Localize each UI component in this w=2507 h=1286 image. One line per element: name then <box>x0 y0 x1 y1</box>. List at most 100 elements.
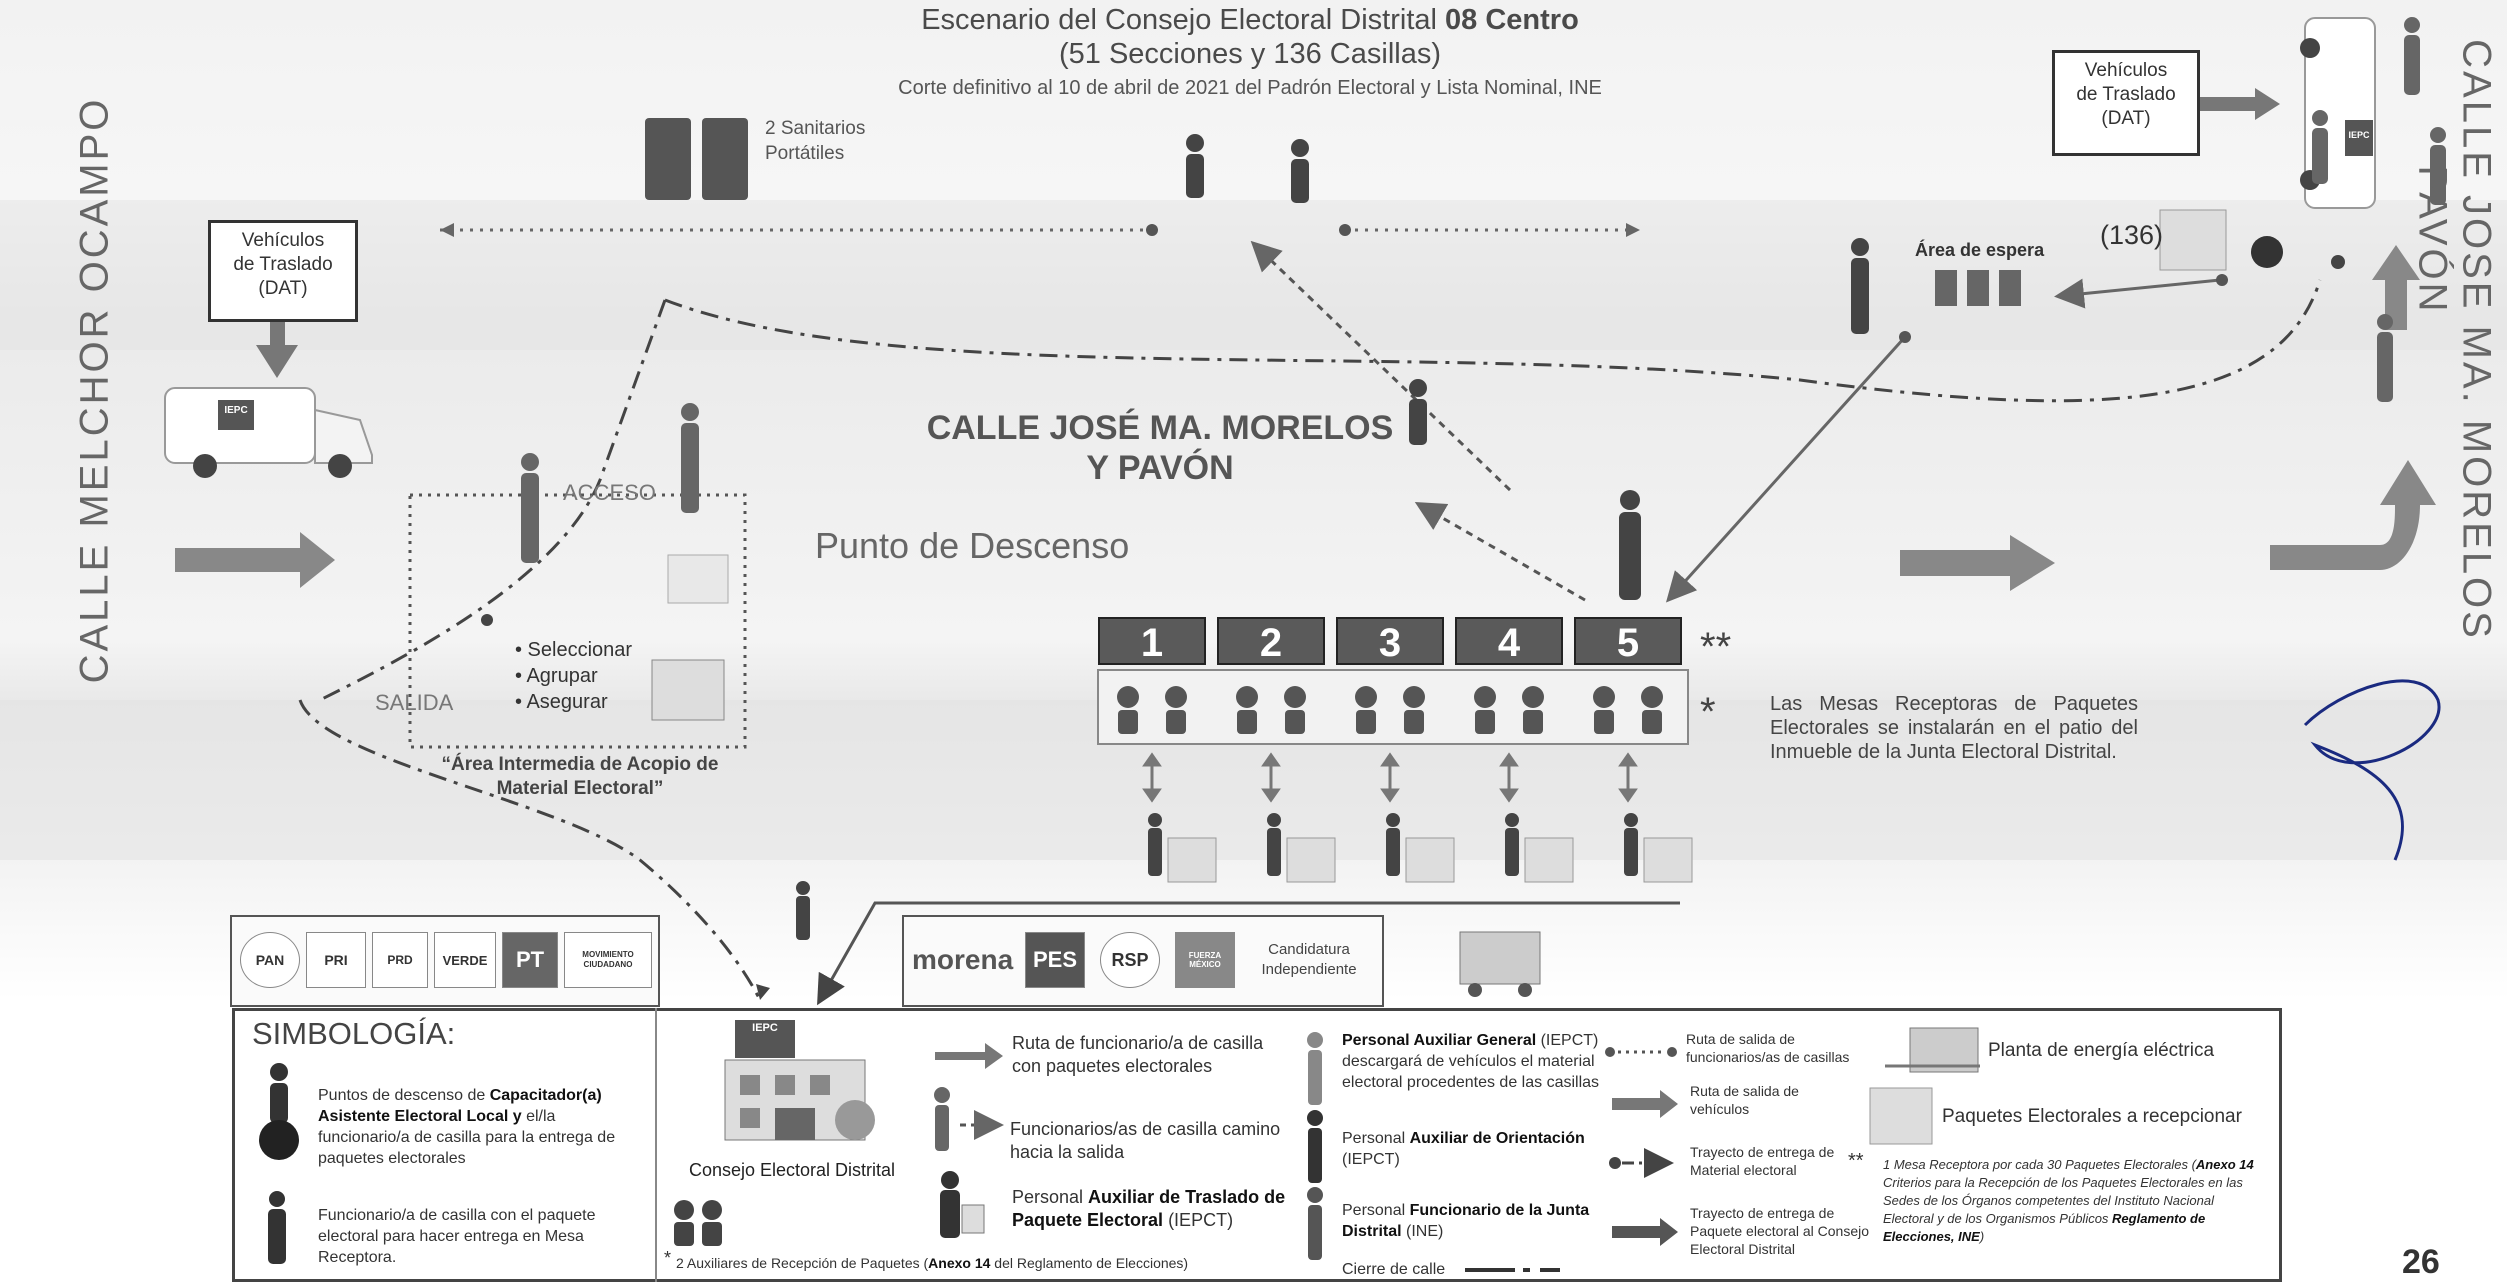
party-pan: PAN <box>240 932 300 988</box>
van-left <box>164 387 373 478</box>
title-text: Escenario del Consejo Electoral Distrita… <box>921 4 1437 36</box>
documents <box>667 554 729 604</box>
cand-line1: Candidatura <box>1268 941 1350 958</box>
area-item-asegurar: • Asegurar <box>515 691 608 713</box>
auxiliares-pre: 2 Auxiliares de Recepción de Paquetes ( <box>676 1255 929 1271</box>
funcionario-junta-bold: Funcionario de la Junta Distrital <box>1342 1202 1590 1240</box>
van-right <box>2300 17 2376 209</box>
page-number: 26 <box>2402 1243 2440 1281</box>
street-center-line2: Y PAVÓN <box>1086 449 1234 487</box>
title-district: 08 Centro <box>1445 4 1579 36</box>
cand-line2: Independiente <box>1261 961 1357 978</box>
descenso-point <box>2251 236 2283 268</box>
mesa-people-icons <box>1117 686 1663 734</box>
note-post: ) <box>1979 1229 1985 1244</box>
mesas-people-band <box>1097 669 1689 745</box>
punto-descenso-label: Punto de Descenso <box>815 525 1130 566</box>
candidatura-independiente: Candidatura Independiente <box>1244 940 1374 980</box>
title-secciones: (51 Secciones y 136 Casillas) <box>1058 38 1441 70</box>
traffic-arrow-1 <box>175 532 335 588</box>
legend-trayecto-material: Trayecto de entrega de Material electora… <box>1690 1144 1835 1178</box>
mesa-connectors <box>1142 752 1638 803</box>
legend-item-descenso: Puntos de descenso de Capacitador(a) Asi… <box>318 1085 638 1169</box>
aux-traslado-post: (IEPCT) <box>1163 1210 1234 1230</box>
funcionario-paquete-icon <box>262 1190 292 1270</box>
funcionario-junta-pre: Personal <box>1342 1202 1410 1219</box>
note-bold1: Anexo 14 <box>2195 1157 2254 1172</box>
legend-auxiliares: 2 Auxiliares de Recepción de Paquetes (A… <box>676 1253 1276 1274</box>
party-pes: PES <box>1025 932 1085 988</box>
aux-orientacion-pre: Personal <box>1342 1130 1410 1147</box>
street-center-label: CALLE JOSÉ MA. MORELOS Y PAVÓN <box>820 408 1500 488</box>
party-morena: morena <box>912 944 1014 975</box>
legend-trayecto-paquete: Trayecto de entrega de Paquete electoral… <box>1690 1205 1870 1257</box>
note-bold2: Reglamento de Elecciones, INE <box>1883 1211 2206 1244</box>
arrow-material <box>1665 335 1907 603</box>
mesa-4: 4 <box>1455 617 1563 665</box>
legend-note-stars: ** <box>1848 1150 1864 1172</box>
acceso-label: ACCESO <box>563 480 656 505</box>
descenso-point-icon <box>258 1062 300 1162</box>
area-espera-label: Área de espera <box>1915 240 2045 260</box>
legend-item-funcionario: Funcionario/a de casilla con el paquete … <box>318 1207 596 1266</box>
legend-left-column <box>232 1008 657 1282</box>
vehiculos-left-line3: (DAT) <box>258 278 308 299</box>
route-paquete-consejo <box>817 901 1680 1006</box>
auxiliares-bold: Anexo 14 <box>928 1255 991 1271</box>
consejo-label: Consejo Electoral Distrital <box>688 1160 896 1180</box>
aux-orientacion-bold: Auxiliar de Orientación <box>1409 1130 1585 1147</box>
sanitarios-line1: 2 Sanitarios <box>765 118 866 139</box>
traffic-arrow-turn <box>2270 460 2436 570</box>
auxiliares-star: * <box>664 1248 672 1268</box>
road-band-top <box>0 200 2507 350</box>
party-pt: PT <box>502 932 558 988</box>
vehiculos-right-line3: (DAT) <box>2101 108 2151 129</box>
aux-general-post: (IEPCT) descargará de vehículos el mater… <box>1342 1032 1600 1091</box>
legend-aux-general: Personal Auxiliar General (IEPCT) descar… <box>1342 1030 1612 1093</box>
legend-cierre-calle: Cierre de calle <box>1342 1261 1446 1278</box>
area-title-line1: “Área Intermedia de Acopio de <box>441 754 719 775</box>
legend-ruta-salida: Ruta de salida de funcionarios/as de cas… <box>1686 1031 1850 1065</box>
legend-planta: Planta de energía eléctrica <box>1988 1040 2215 1061</box>
legend-funcionarios-camino: Funcionarios/as de casilla camino hacia … <box>1010 1119 1281 1162</box>
traffic-arrow-up <box>2372 245 2420 330</box>
mesas-note: Las Mesas Receptoras de Paquetes Elector… <box>1770 693 2138 763</box>
single-star: * <box>1700 690 1716 734</box>
route-to-consejo <box>298 699 762 1001</box>
mesa-1: 1 <box>1098 617 1206 665</box>
party-fuerza-mexico: FUERZA MÉXICO <box>1175 932 1235 988</box>
aux-general-bold: Personal Auxiliar General <box>1342 1032 1537 1049</box>
area-items-list: • Seleccionar • Agrupar • Asegurar <box>515 637 632 715</box>
salida-label: SALIDA <box>375 690 454 715</box>
sanitarios-line2: Portátiles <box>765 143 845 164</box>
people <box>521 17 2446 940</box>
party-pri: PRI <box>306 932 366 988</box>
signature-scribble <box>2303 679 2441 861</box>
auxiliares-post: del Reglamento de Elecciones) <box>990 1255 1189 1271</box>
traffic-arrow-2 <box>1900 535 2055 591</box>
area-item-agrupar: • Agrupar <box>515 665 598 687</box>
legend-note: 1 Mesa Receptora por cada 30 Paquetes El… <box>1883 1156 2268 1246</box>
funcionario-junta-post: (INE) <box>1401 1223 1444 1240</box>
packages-row <box>1167 837 1693 883</box>
legend-item1-pre: Puntos de descenso de <box>318 1087 490 1104</box>
legend-aux-orientacion: Personal Auxiliar de Orientación (IEPCT) <box>1342 1128 1612 1170</box>
generator <box>1459 931 1541 985</box>
vehiculos-left-line1: Vehículos <box>241 230 325 251</box>
street-left-label: CALLE MELCHOR OCAMPO <box>72 96 117 684</box>
vehiculos-left-line2: de Traslado <box>233 254 333 275</box>
page-title: Escenario del Consejo Electoral Distrita… <box>700 4 1800 37</box>
arrow-espera <box>2054 278 2221 309</box>
legend-aux-traslado: Personal Auxiliar de Traslado de Paquete… <box>1012 1186 1292 1232</box>
auxiliares-icon <box>668 1198 728 1248</box>
iepc-logo-van-left: IEPC <box>224 405 248 416</box>
street-closure-line <box>664 279 2322 403</box>
note-mid: Criterios para la Recepción de los Paque… <box>1883 1175 2243 1226</box>
toilet-1 <box>645 118 691 200</box>
vehicle-arrow-down <box>256 305 298 378</box>
iepc-logo-van-right: IEPC <box>2348 130 2370 140</box>
street-right-label-1: CALLE JOSE MA. MORELOS <box>2454 39 2499 641</box>
party-prd: PRD <box>372 932 428 988</box>
mesa-2: 2 <box>1217 617 1325 665</box>
toilet-2 <box>702 118 748 200</box>
